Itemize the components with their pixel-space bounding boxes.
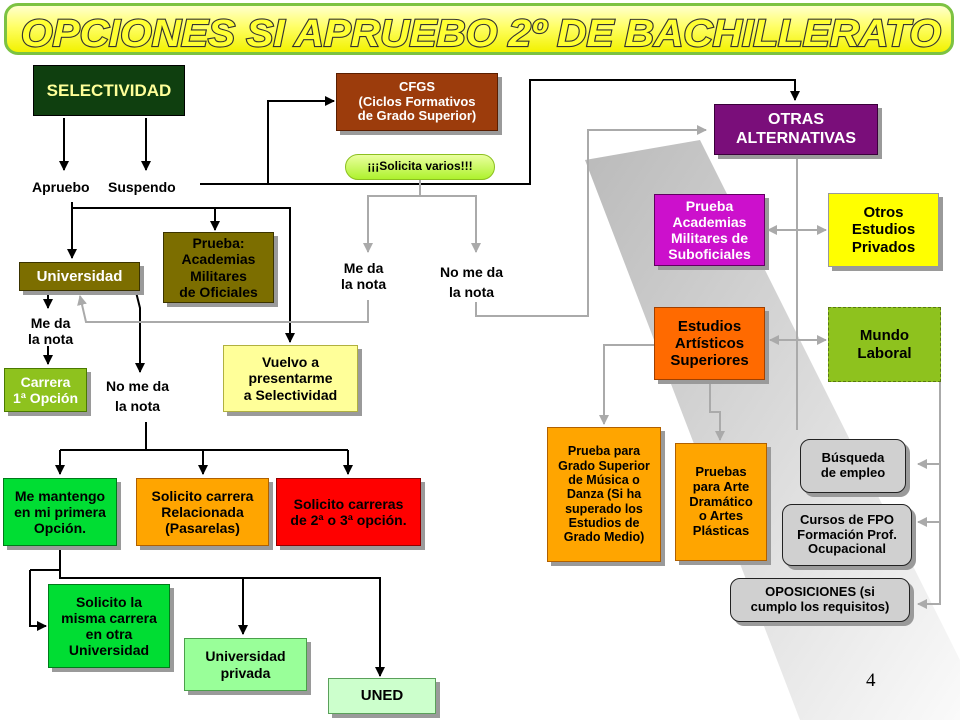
arrow-back-otras [475, 125, 707, 317]
prueba-musica-box: Prueba para Grado Superior de Música o D… [547, 427, 661, 562]
apruebo-label: Apruebo [32, 179, 90, 195]
arrow-to-no-me-da-cfgs [420, 195, 481, 253]
carrera-1a-box: Carrera 1ª Opción [4, 368, 87, 412]
arrow-back-universidad [77, 295, 369, 323]
pruebas-arte-box: Pruebas para Arte Dramático o Artes Plás… [675, 443, 767, 561]
suspendo-label: Suspendo [108, 179, 176, 195]
title-banner: OPCIONES SI APRUEBO 2º DE BACHILLERATO [4, 3, 954, 56]
prueba-oficiales-box: Prueba: Academias Militares de Oficiales [163, 232, 274, 303]
selectividad-box: SELECTIVIDAD [33, 65, 185, 116]
page-number: 4 [866, 670, 876, 691]
arrow-to-oposiciones [917, 382, 941, 609]
universidad-privada-box: Universidad privada [184, 638, 307, 691]
arrow-to-oficiales [72, 207, 220, 231]
mundo-laboral-box: Mundo Laboral [828, 307, 941, 382]
page-title: OPCIONES SI APRUEBO 2º DE BACHILLERATO [21, 13, 941, 55]
solicita-varios-pill: ¡¡¡Solicita varios!!! [345, 154, 495, 180]
arrow-to-arte [709, 382, 725, 441]
me-mantengo-box: Me mantengo en mi primera Opción. [3, 478, 117, 546]
otros-estudios-box: Otros Estudios Privados [828, 193, 939, 267]
cfgs-box: CFGS (Ciclos Formativos de Grado Superio… [336, 73, 498, 131]
busqueda-empleo-box: Búsqueda de empleo [800, 439, 906, 493]
arrow-to-cfgs [267, 96, 335, 184]
cursos-fpo-box: Cursos de FPO Formación Prof. Ocupaciona… [782, 504, 912, 566]
arrow-to-me-da-cfgs [363, 180, 421, 253]
arrow-to-misma [29, 570, 47, 631]
title-svg: OPCIONES SI APRUEBO 2º DE BACHILLERATO [20, 12, 942, 56]
oposiciones-box: OPOSICIONES (si cumplo los requisitos) [730, 578, 910, 622]
prueba-suboficiales-box: Prueba Academias Militares de Suboficial… [654, 194, 765, 266]
me-da-nota-uni-label: Me da la nota [28, 315, 74, 348]
solicito-relacionada-box: Solicito carrera Relacionada (Pasarelas) [136, 478, 269, 546]
otras-alternativas-box: OTRAS ALTERNATIVAS [714, 104, 878, 155]
universidad-box: Universidad [19, 262, 140, 291]
estudios-artisticos-box: Estudios Artísticos Superiores [654, 307, 765, 380]
solicito-2a-3a-box: Solicito carreras de 2ª o 3ª opción. [276, 478, 421, 546]
arrow-to-vuelvo [215, 207, 295, 343]
no-me-da-nota-uni-label: No me da la nota [106, 378, 170, 415]
me-da-nota-cfgs-label: Me da la nota [341, 260, 387, 293]
arrow-to-uned [59, 548, 385, 677]
vuelvo-presentarme-box: Vuelvo a presentarme a Selectividad [223, 345, 358, 412]
arrow-to-no-me-da-uni [135, 291, 145, 373]
misma-carrera-box: Solicito la misma carrera en otra Univer… [48, 584, 170, 668]
uned-box: UNED [328, 678, 436, 714]
no-me-da-nota-cfgs-label: No me da la nota [440, 264, 504, 301]
shadow-band [585, 140, 960, 720]
